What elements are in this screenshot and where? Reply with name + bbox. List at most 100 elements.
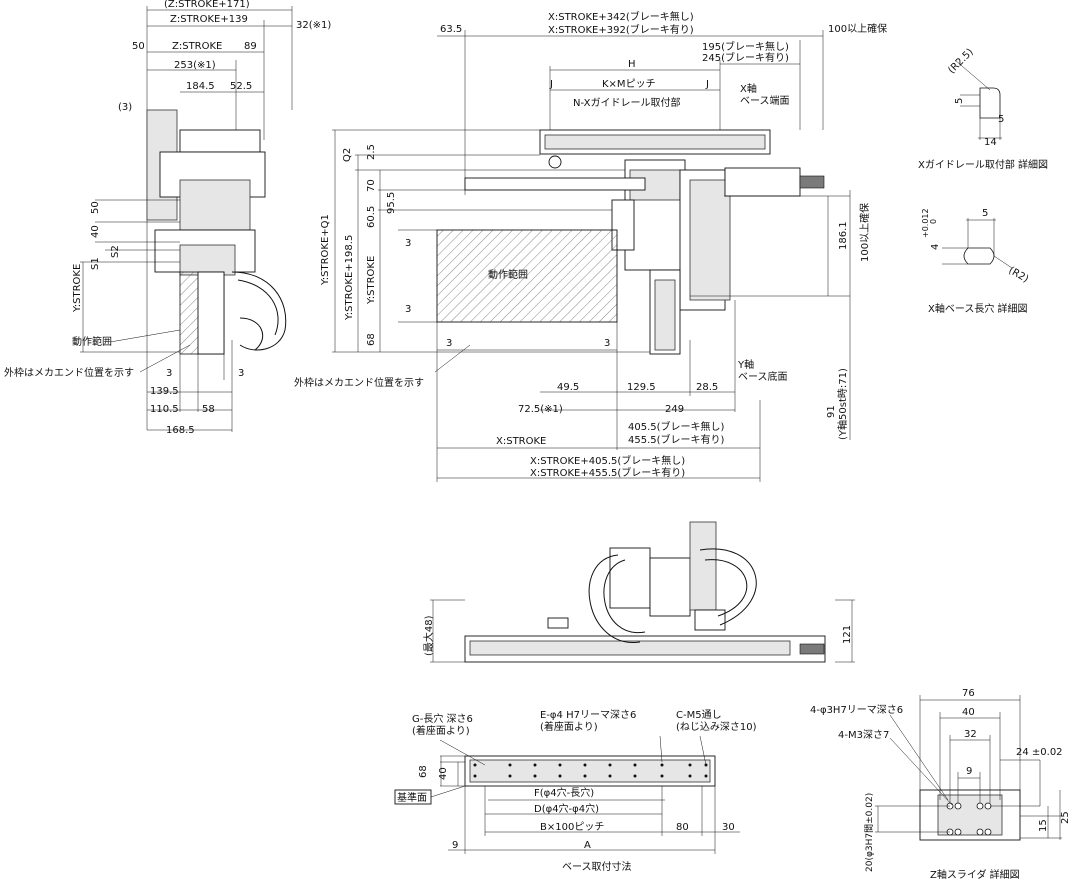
dim-253-note1: 253(※1): [174, 60, 216, 71]
dim-24-tol: 24 ±0.02: [1016, 747, 1063, 758]
label-x-base-end: ベース端面: [740, 94, 790, 107]
dim-tol-plus: +0.012: [921, 208, 930, 238]
dim-y-stroke-q1: Y:STROKE+Q1: [320, 214, 331, 286]
dim-5-slot: 5: [982, 208, 988, 219]
dim-x-stroke-342: X:STROKE+342(ブレーキ無し): [548, 10, 694, 23]
detail-z-slider: 76 4-φ3H7リーマ深さ6 40 4-M3深さ7 32 24 ±0.02 9…: [810, 688, 1071, 881]
dim-80: 80: [676, 822, 689, 833]
dim-100-clearance-top: 100以上確保: [828, 22, 887, 35]
dim-f: F(φ4穴-長穴): [534, 786, 594, 799]
label-4-phi3-ream: 4-φ3H7リーマ深さ6: [810, 704, 903, 716]
base-holes: [473, 763, 708, 778]
dim-a: A: [584, 840, 591, 851]
dim-max-48: (最大48): [422, 615, 435, 656]
front-range-area: [436, 229, 618, 323]
dim-z-stroke-139: Z:STROKE+139: [170, 14, 248, 25]
dim-9: 9: [452, 840, 458, 851]
dim-40-slider: 40: [962, 707, 975, 718]
dim-x-stroke-405-5: X:STROKE+405.5(ブレーキ無し): [530, 454, 685, 467]
dim-168-5: 168.5: [166, 425, 195, 436]
label-y-base-bottom: ベース底面: [738, 370, 788, 383]
dim-184-5: 184.5: [186, 81, 215, 92]
dim-3-left-bottom: 3: [405, 304, 411, 315]
dim-58: 58: [202, 404, 215, 415]
detail-slot-caption: X軸ベース長穴 詳細図: [928, 302, 1028, 315]
label-y-axis: Y軸: [737, 358, 754, 371]
label-n-x-guide: N-Xガイドレール取付部: [573, 96, 680, 109]
dim-q2: Q2: [342, 148, 353, 162]
side-range-label: 動作範囲: [72, 335, 112, 348]
label-g-slot-note: (着座面より): [412, 724, 470, 737]
dim-249: 249: [665, 404, 684, 415]
dim-186-1: 186.1: [838, 221, 849, 250]
dim-91-note: (Y軸50st時:71): [836, 368, 849, 440]
dim-245: 245(ブレーキ有り): [702, 51, 789, 64]
dim-y-stroke-side: Y:STROKE: [72, 264, 83, 313]
dim-tol-zero: 0: [929, 219, 938, 224]
detail-guide-caption: Xガイドレール取付部 詳細図: [918, 158, 1048, 171]
dim-95-5: 95.5: [386, 192, 397, 214]
dim-d: D(φ4穴-φ4穴): [534, 802, 599, 815]
dim-49-5: 49.5: [557, 382, 579, 393]
dim-72-5-note1: 72.5(※1): [518, 404, 563, 415]
dim-z-stroke: Z:STROKE: [172, 41, 222, 52]
base-caption: ベース取付寸法: [562, 860, 632, 873]
front-range-label: 動作範囲: [488, 268, 528, 281]
detail-slider-caption: Z軸スライダ 詳細図: [930, 868, 1020, 881]
dim-r2-5: (R2.5): [946, 47, 976, 77]
label-e-ream: E-φ4 H7リーマ深さ6: [540, 709, 636, 721]
dim-h: H: [628, 59, 636, 70]
label-e-ream-note: (着座面より): [540, 720, 598, 733]
detail-guide-rail: (R2.5) 5 5 14 Xガイドレール取付部 詳細図: [918, 47, 1048, 171]
dim-455-5: 455.5(ブレーキ有り): [628, 433, 725, 446]
dim-3-bottom-left: 3: [446, 338, 452, 349]
dim-68-base: 68: [418, 765, 429, 778]
base-mounting-view: G-長穴 深さ6 (着座面より) E-φ4 H7リーマ深さ6 (着座面より) C…: [394, 709, 757, 873]
front-view: 63.5 X:STROKE+342(ブレーキ無し) X:STROKE+392(ブ…: [294, 10, 887, 482]
dim-3-left-top: 3: [405, 238, 411, 249]
dim-195: 195(ブレーキ無し): [702, 40, 789, 53]
dim-110-5: 110.5: [150, 404, 179, 415]
dim-5-a: 5: [954, 98, 965, 104]
dim-405-5: 405.5(ブレーキ無し): [628, 420, 725, 433]
dim-50-left: 50: [90, 201, 101, 214]
dim-129-5: 129.5: [627, 382, 656, 393]
label-x-axis: X軸: [740, 82, 757, 95]
dim-70: 70: [366, 179, 377, 192]
dim-121: 121: [842, 625, 853, 644]
dim-60-5: 60.5: [366, 206, 377, 228]
dim-x-stroke: X:STROKE: [496, 436, 546, 447]
dim-3-b1: 3: [166, 368, 172, 379]
dim-2-5: 2.5: [366, 144, 377, 160]
dim-y-stroke-198-5: Y:STROKE+198.5: [344, 235, 355, 321]
dim-b-pitch: B×100ピッチ: [540, 821, 604, 833]
dim-x-stroke-455-5: X:STROKE+455.5(ブレーキ有り): [530, 466, 685, 479]
dim-s2: S2: [110, 245, 121, 258]
dim-3-bottom-right: 3: [604, 338, 610, 349]
dim-100-clearance-right: 100以上確保: [858, 203, 871, 262]
dim-4: 4: [930, 244, 941, 250]
detail-base-slot: +0.012 0 4 5 (R2) X軸ベース長穴 詳細図: [921, 208, 1030, 315]
dim-z-stroke-171: (Z:STROKE+171): [164, 0, 250, 10]
dim-x-stroke-392: X:STROKE+392(ブレーキ有り): [548, 23, 694, 36]
dim-14: 14: [984, 137, 997, 148]
dim-25: 25: [1060, 811, 1071, 824]
dim-s1: S1: [90, 257, 101, 270]
label-g-slot: G-長穴 深さ6: [412, 712, 473, 725]
label-4-m3: 4-M3深さ7: [838, 729, 889, 741]
side-view: (Z:STROKE+171) Z:STROKE+139 32(※1) 50 Z:…: [4, 0, 331, 436]
dim-3-b2: 3: [238, 368, 244, 379]
dim-91: 91: [826, 405, 837, 418]
label-c-m5-note: (ねじ込み深さ10): [676, 721, 757, 733]
dim-r2: (R2): [1007, 265, 1031, 285]
front-outer-label: 外枠はメカエンド位置を示す: [294, 376, 424, 389]
dim-32: 32: [964, 729, 977, 740]
dim-j-left: J: [549, 79, 553, 90]
dim-68: 68: [366, 333, 377, 346]
dim-5-b: 5: [998, 114, 1004, 125]
dim-j-right: J: [705, 79, 709, 90]
dim-3-paren: (3): [118, 102, 132, 113]
dim-89: 89: [244, 41, 257, 52]
dim-63-5: 63.5: [440, 24, 462, 35]
label-reference-face: 基準面: [397, 791, 427, 804]
